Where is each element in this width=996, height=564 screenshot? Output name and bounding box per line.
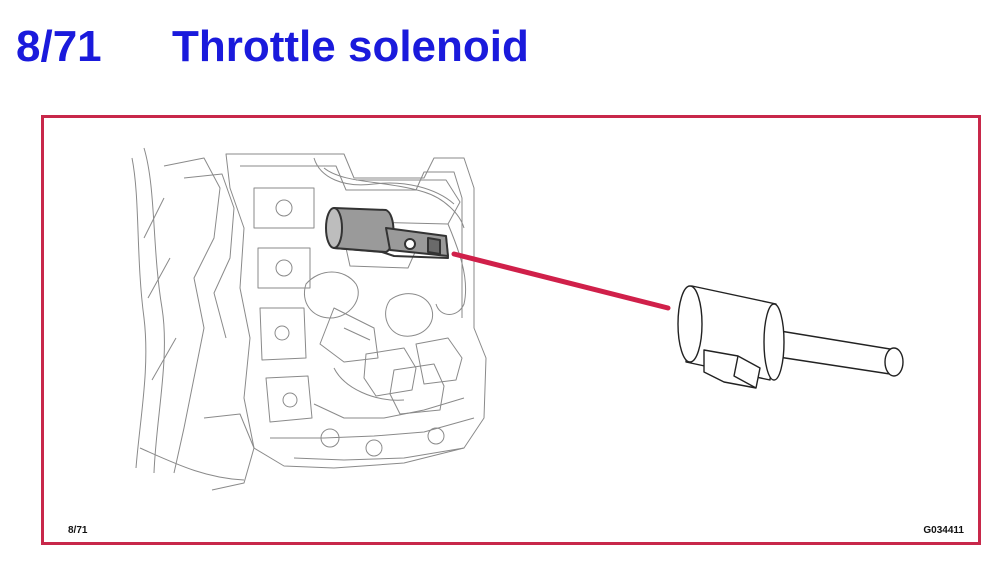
figure-ref-left: 8/71 — [68, 525, 88, 536]
installed-solenoid-highlight — [325, 207, 449, 259]
page-title: Throttle solenoid — [172, 22, 529, 71]
callout-line — [451, 251, 671, 311]
figure-code: G034411 — [923, 525, 964, 536]
technical-drawing — [131, 147, 904, 491]
figure-frame: 8/71 G034411 — [41, 115, 981, 545]
slide-number: 8/71 — [16, 22, 102, 71]
transmission-valve-body-drawing — [131, 147, 487, 491]
throttle-solenoid-icon — [677, 285, 904, 389]
